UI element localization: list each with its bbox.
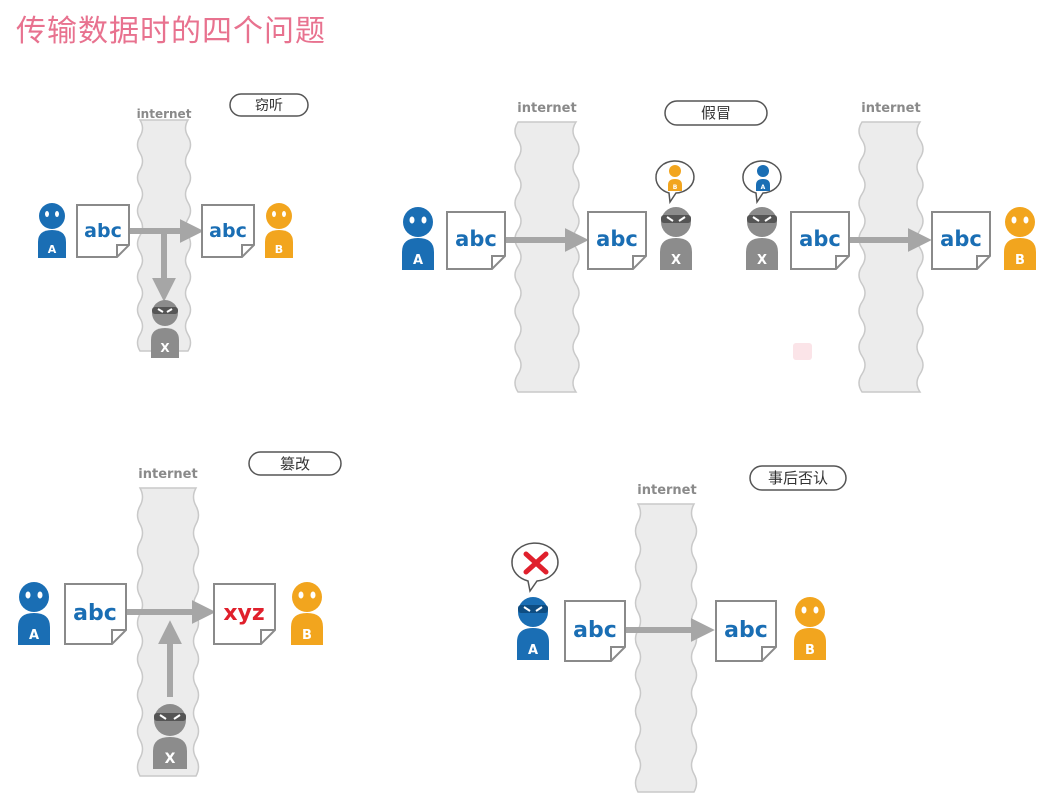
document-text: abc: [73, 601, 117, 626]
speech-bubble-impersonating-a: A: [742, 160, 782, 205]
document-text: abc: [573, 618, 617, 643]
person-b-mini-icon: [668, 165, 682, 191]
person-a-icon: A: [402, 207, 434, 270]
internet-strip: [514, 121, 580, 393]
document-text: abc: [84, 220, 122, 242]
attacker-x-icon: X: [153, 704, 187, 769]
document-text: abc: [209, 220, 247, 242]
person-b-letter: B: [805, 643, 815, 658]
scenario-label: 篡改: [280, 455, 310, 473]
person-a-icon: A: [18, 582, 50, 645]
person-b-icon: B: [291, 582, 323, 645]
document-text: abc: [596, 227, 638, 251]
person-a-letter: A: [413, 253, 423, 268]
document-sent: abc: [64, 583, 127, 645]
attacker-x-icon: X: [660, 207, 692, 270]
document-text: xyz: [223, 601, 264, 626]
speech-bubble-deny: [511, 542, 559, 593]
document-sent: abc: [446, 211, 506, 270]
document-text: abc: [724, 618, 768, 643]
document-text: abc: [940, 227, 982, 251]
person-a-mini-icon: [756, 165, 770, 191]
attacker-letter: X: [757, 253, 767, 268]
person-a-denying-icon: A: [517, 597, 549, 660]
scenario-repudiation: internet 事后否认 A abc abc: [511, 465, 847, 793]
attacker-letter: X: [671, 253, 681, 268]
document-sent: abc: [76, 204, 130, 258]
document-received: abc: [931, 211, 991, 270]
person-a-letter: A: [29, 628, 39, 643]
scenario-label-pill: [229, 93, 309, 117]
attacker-letter: X: [165, 751, 176, 767]
document-text: abc: [799, 227, 841, 251]
person-b-letter: B: [275, 243, 283, 256]
impersonated-letter: B: [673, 184, 678, 191]
person-b-icon: B: [1004, 207, 1036, 270]
scenario-label-pill: [664, 100, 768, 126]
person-a-icon: A: [38, 203, 66, 258]
person-b-letter: B: [1015, 253, 1025, 268]
internet-label: internet: [517, 101, 576, 116]
internet-label: internet: [137, 107, 192, 121]
document-tampered: xyz: [213, 583, 276, 645]
internet-strip: [858, 121, 924, 393]
attacker-letter: X: [160, 341, 170, 355]
scenario-label-pill: [248, 451, 342, 476]
internet-label: internet: [138, 467, 197, 482]
search-icon[interactable]: [793, 343, 812, 360]
document-forged: abc: [790, 211, 850, 270]
internet-label: internet: [861, 101, 920, 116]
document-received: abc: [715, 600, 777, 662]
page-title: 传输数据时的四个问题: [16, 14, 326, 49]
impersonated-letter: A: [761, 184, 766, 191]
deny-x-icon: [523, 551, 549, 575]
internet-label: internet: [637, 483, 696, 498]
person-a-letter: A: [48, 243, 57, 256]
attacker-x-icon: X: [746, 207, 778, 270]
scenario-label: 事后否认: [768, 469, 828, 487]
scenario-label: 窃听: [255, 98, 283, 114]
person-b-letter: B: [302, 628, 312, 643]
person-a-letter: A: [528, 643, 538, 658]
scenario-tampering: internet 篡改 A abc xyz B: [18, 451, 342, 777]
document-text: abc: [455, 227, 497, 251]
attacker-x-icon: X: [151, 300, 179, 358]
document-sent: abc: [564, 600, 626, 662]
speech-bubble-impersonating-b: B: [655, 160, 695, 205]
scenario-label: 假冒: [701, 104, 731, 122]
scenario-label-pill: [749, 465, 847, 491]
scenario-eavesdrop: internet 窃听 A abc abc B: [38, 93, 309, 358]
scenario-spoofing: internet internet 假冒 A abc abc: [402, 100, 1036, 393]
internet-strip: [634, 503, 698, 793]
person-b-icon: B: [794, 597, 826, 660]
document-received: abc: [201, 204, 255, 258]
document-intercepted: abc: [587, 211, 647, 270]
person-b-icon: B: [265, 203, 293, 258]
